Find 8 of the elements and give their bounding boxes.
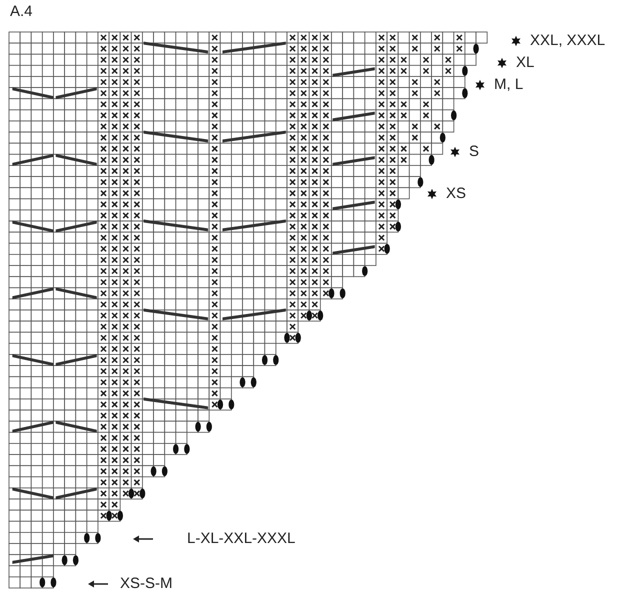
size-label: XL <box>516 54 534 72</box>
size-label: S <box>469 143 480 161</box>
chart-title: A.4 <box>10 3 33 21</box>
size-label: XS <box>446 185 466 203</box>
size-label: L-XL-XXL-XXXL <box>187 530 296 548</box>
size-label: XS-S-M <box>120 575 172 593</box>
size-label: M, L <box>494 76 524 94</box>
size-label: XXL, XXXL <box>530 32 606 50</box>
